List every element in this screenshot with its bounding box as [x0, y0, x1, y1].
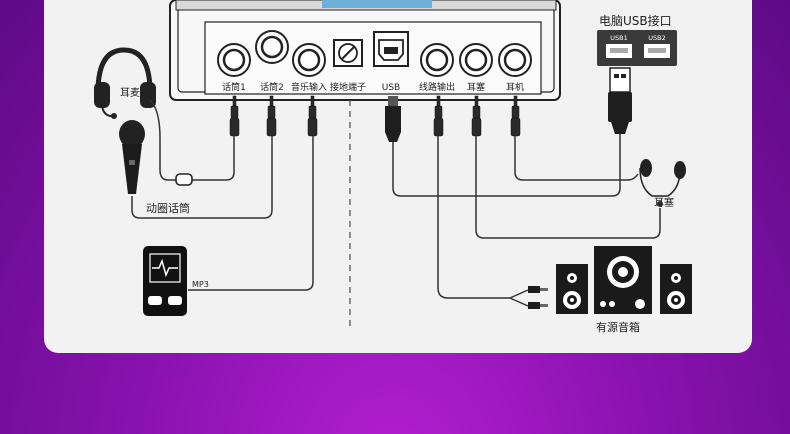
pc-usb-title: 电脑USB接口 — [599, 13, 672, 28]
label-active-speakers: 有源音箱 — [596, 320, 640, 334]
label-line-out: 线路输出 — [419, 81, 455, 93]
label-usb: USB — [382, 83, 400, 93]
port-headphones — [498, 43, 532, 77]
cable-ferrite — [175, 173, 193, 186]
port-mic1 — [217, 43, 251, 77]
plug-mic2 — [266, 95, 277, 137]
label-earbuds: 耳塞 — [467, 81, 485, 93]
cables — [131, 134, 661, 299]
label-dynamic-mic: 动圈话筒 — [146, 201, 190, 215]
plug-line-out — [433, 95, 444, 137]
label-headset: 耳麦 — [120, 87, 140, 99]
label-mic2: 话筒2 — [260, 81, 284, 93]
pc-usb-port2-label: USB2 — [648, 34, 665, 42]
port-line-out — [420, 43, 454, 77]
plug-mic1 — [229, 95, 240, 137]
mp3-player-icon — [143, 246, 187, 316]
headset-icon — [94, 47, 161, 139]
label-ground-terminal: 接地端子 — [330, 81, 366, 93]
plug-music-in — [307, 95, 318, 137]
plug-headphones — [510, 95, 521, 137]
port-ground-terminal — [333, 39, 363, 67]
dynamic-mic-icon — [119, 120, 145, 194]
label-earphones: 耳塞 — [654, 196, 674, 209]
plug-earbuds — [471, 95, 482, 137]
port-earbuds — [459, 43, 493, 77]
port-mic2 — [255, 30, 289, 64]
plug-usb-b — [385, 96, 401, 142]
label-mic1: 话筒1 — [222, 81, 246, 93]
label-mp3: MP3 — [192, 280, 209, 289]
port-music-in — [292, 43, 326, 77]
pc-usb-port1-label: USB1 — [610, 34, 627, 42]
pc-usb-panel — [597, 30, 677, 66]
label-headphones: 耳机 — [506, 81, 524, 93]
rca-plugs — [509, 286, 548, 309]
usb-a-plug — [608, 67, 632, 134]
port-usb — [373, 31, 409, 67]
earphones-icon — [639, 159, 686, 207]
active-speakers-icon — [556, 246, 692, 314]
label-music-in: 音乐输入 — [291, 81, 327, 93]
